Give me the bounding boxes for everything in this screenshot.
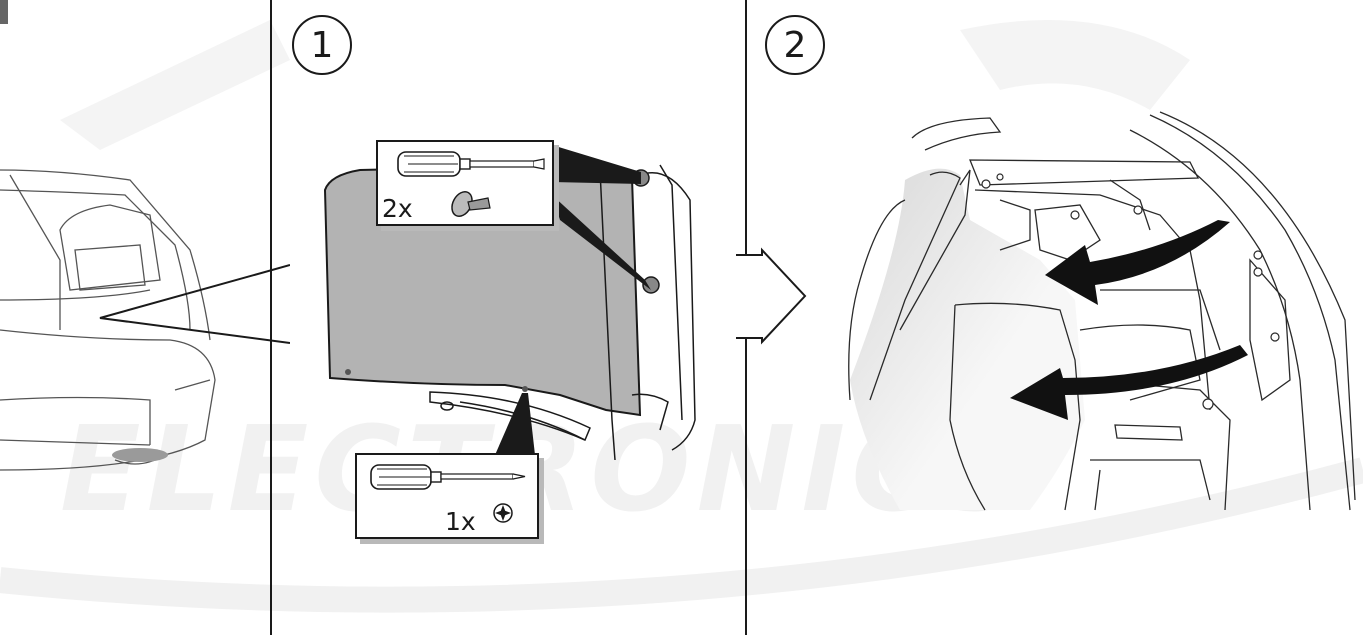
callout-phillips-screw-1x: 1x: [355, 453, 539, 539]
removal-arrow-icon: [1045, 220, 1230, 305]
screwdriver-phillips-icon: [370, 464, 526, 490]
push-clip-icon: [451, 191, 491, 217]
car-rear-overview: [0, 169, 290, 471]
step-2-badge: 2: [765, 15, 825, 75]
screw-quantity: 1x: [445, 507, 476, 536]
removal-arrow-icon: [1010, 345, 1248, 420]
callout-screw-clip-2x: 2x: [376, 140, 554, 226]
trim-panel-illustration: [323, 145, 696, 461]
clip-quantity: 2x: [382, 194, 413, 223]
corner-marker: [0, 0, 8, 24]
phillips-head-icon: [493, 503, 513, 523]
screwdriver-flat-icon: [397, 151, 545, 177]
step-1-badge: 1: [292, 15, 352, 75]
